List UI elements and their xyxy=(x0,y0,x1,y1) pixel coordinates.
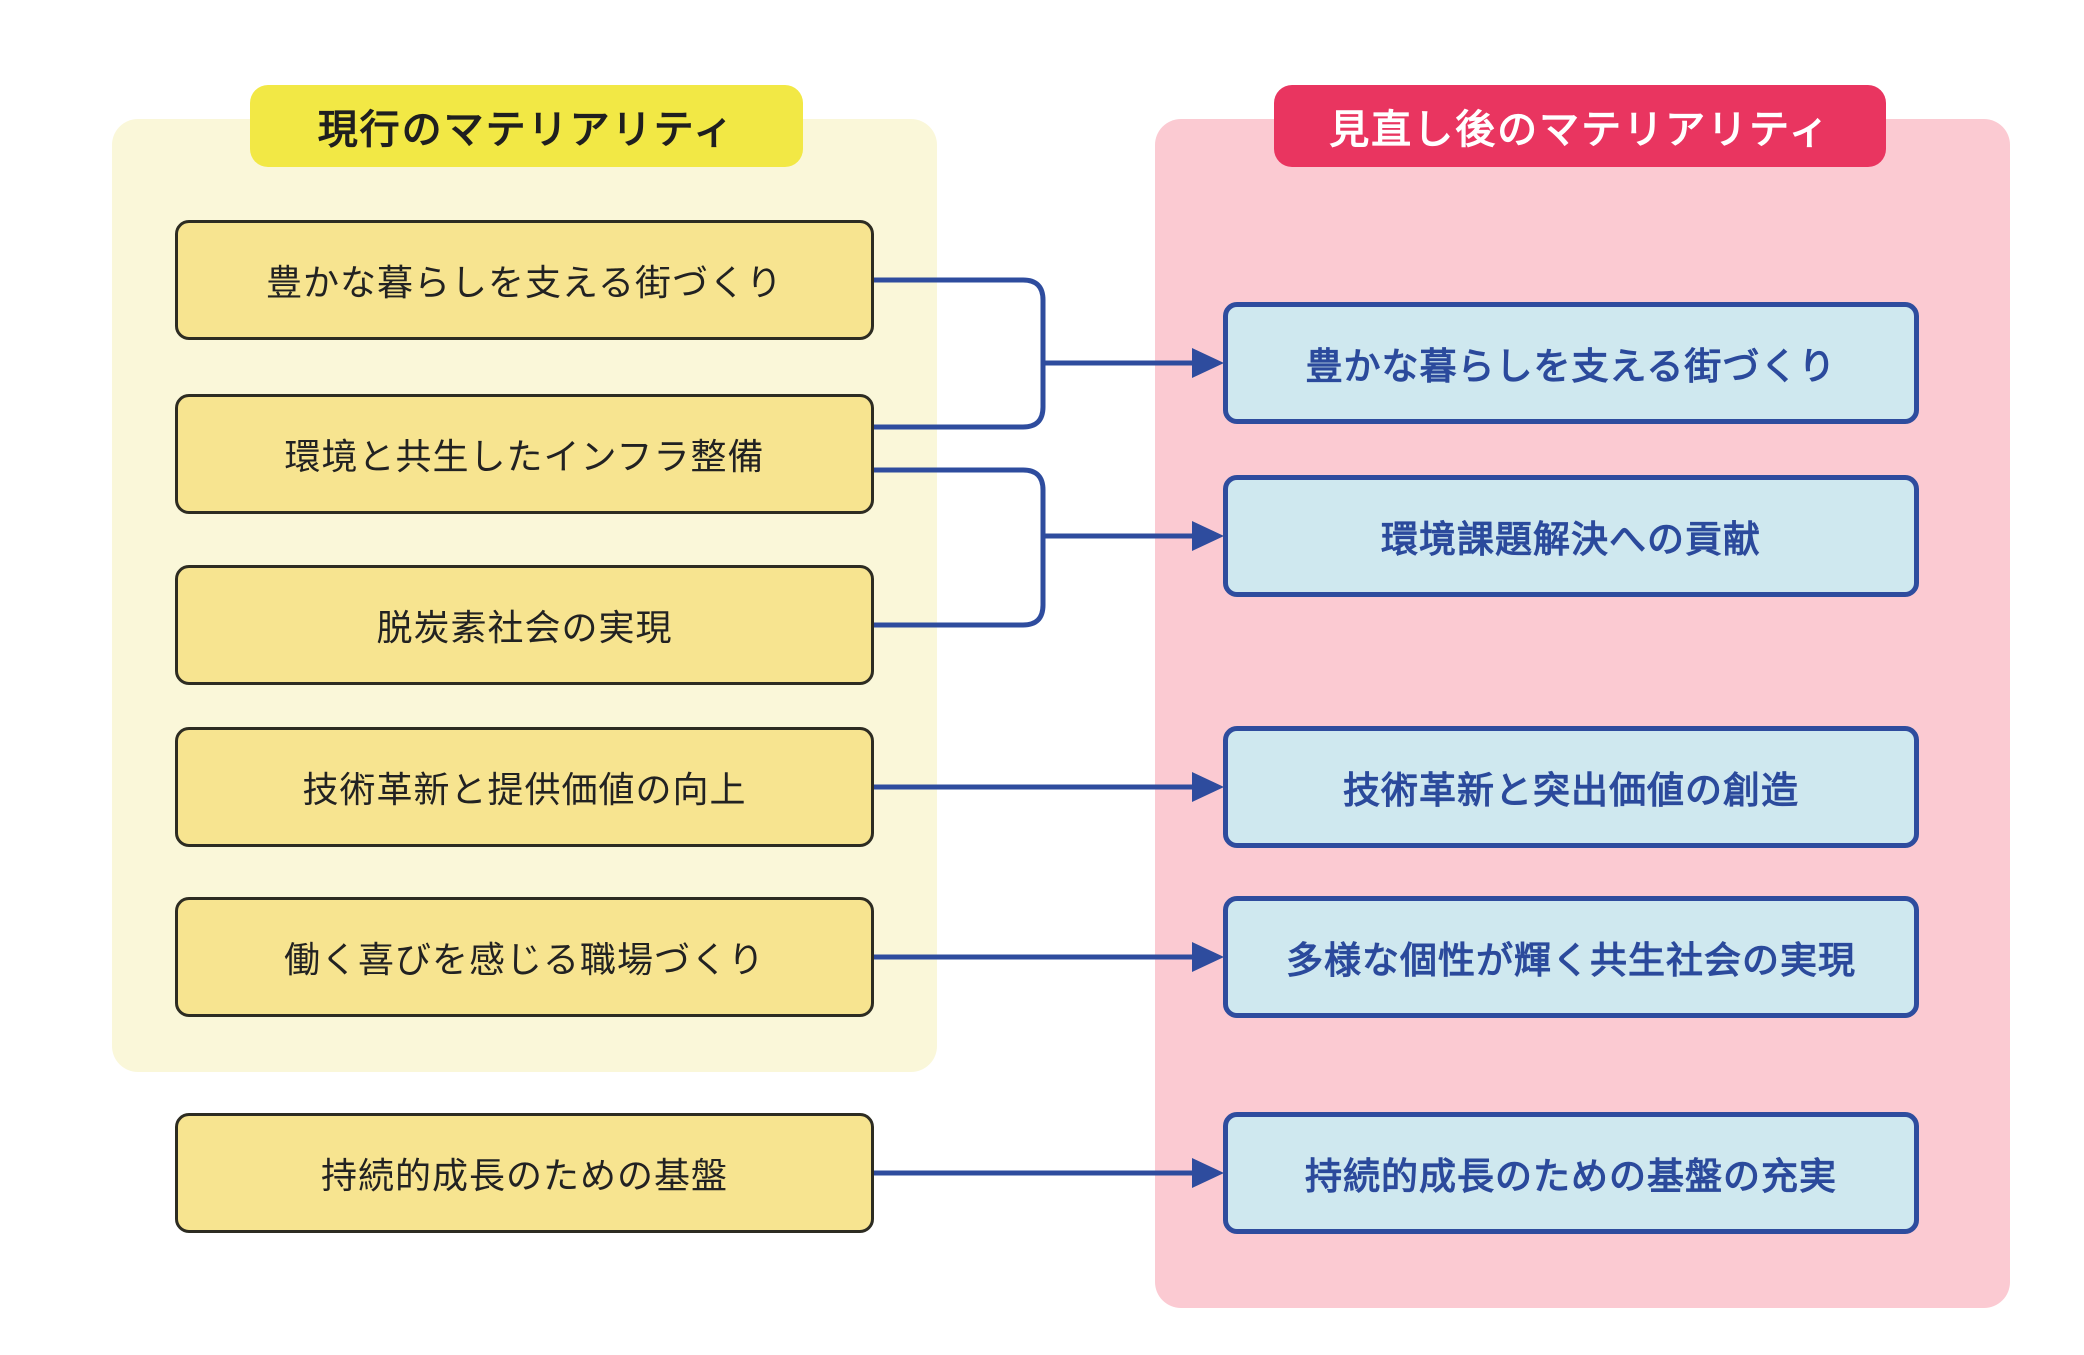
revised-box-diversity: 多様な個性が輝く共生社会の実現 xyxy=(1223,896,1919,1018)
current-box-foundation: 持続的成長のための基盤 xyxy=(175,1113,874,1233)
current-box-workplace: 働く喜びを感じる職場づくり xyxy=(175,897,874,1017)
revised-box-environment: 環境課題解決への貢献 xyxy=(1223,475,1919,597)
revised-box-machi: 豊かな暮らしを支える街づくり xyxy=(1223,302,1919,424)
current-box-decarbon: 脱炭素社会の実現 xyxy=(175,565,874,685)
current-box-innovation: 技術革新と提供価値の向上 xyxy=(175,727,874,847)
current-box-infra: 環境と共生したインフラ整備 xyxy=(175,394,874,514)
current-box-machi: 豊かな暮らしを支える街づくり xyxy=(175,220,874,340)
revised-box-foundation: 持続的成長のための基盤の充実 xyxy=(1223,1112,1919,1234)
revised-materiality-header: 見直し後のマテリアリティ xyxy=(1274,85,1886,167)
current-materiality-header: 現行のマテリアリティ xyxy=(250,85,803,167)
revised-box-innovation: 技術革新と突出価値の創造 xyxy=(1223,726,1919,848)
